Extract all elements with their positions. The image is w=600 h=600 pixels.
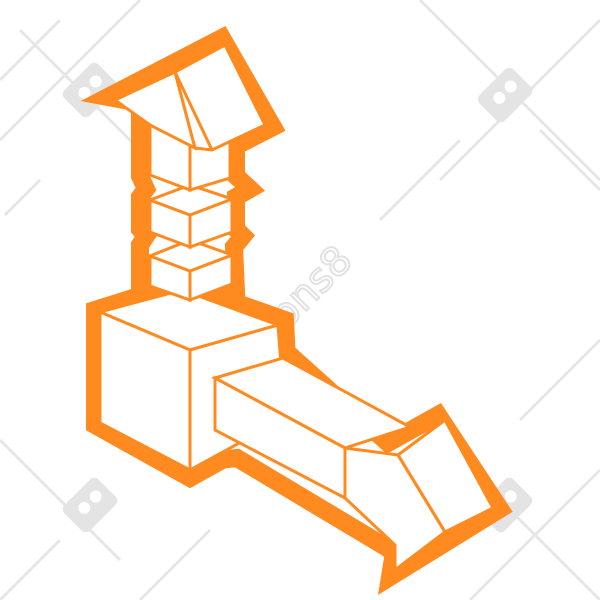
up-arrow-icon xyxy=(112,42,268,193)
shaft-segment-lower-top xyxy=(145,238,237,273)
pipe-junction-illustration xyxy=(80,26,513,595)
shaft-segment-upper-top xyxy=(145,183,237,217)
icons8-logo-icon xyxy=(62,477,118,533)
right-arrow-icon xyxy=(211,356,496,574)
up-arrow-head-right xyxy=(173,42,268,152)
up-shaft xyxy=(145,183,237,303)
up-arrow-ridge xyxy=(173,70,214,152)
right-arrow-ridge xyxy=(396,453,447,534)
icons8-logo-icon xyxy=(477,67,533,123)
icons8-logo-icon xyxy=(62,62,118,118)
